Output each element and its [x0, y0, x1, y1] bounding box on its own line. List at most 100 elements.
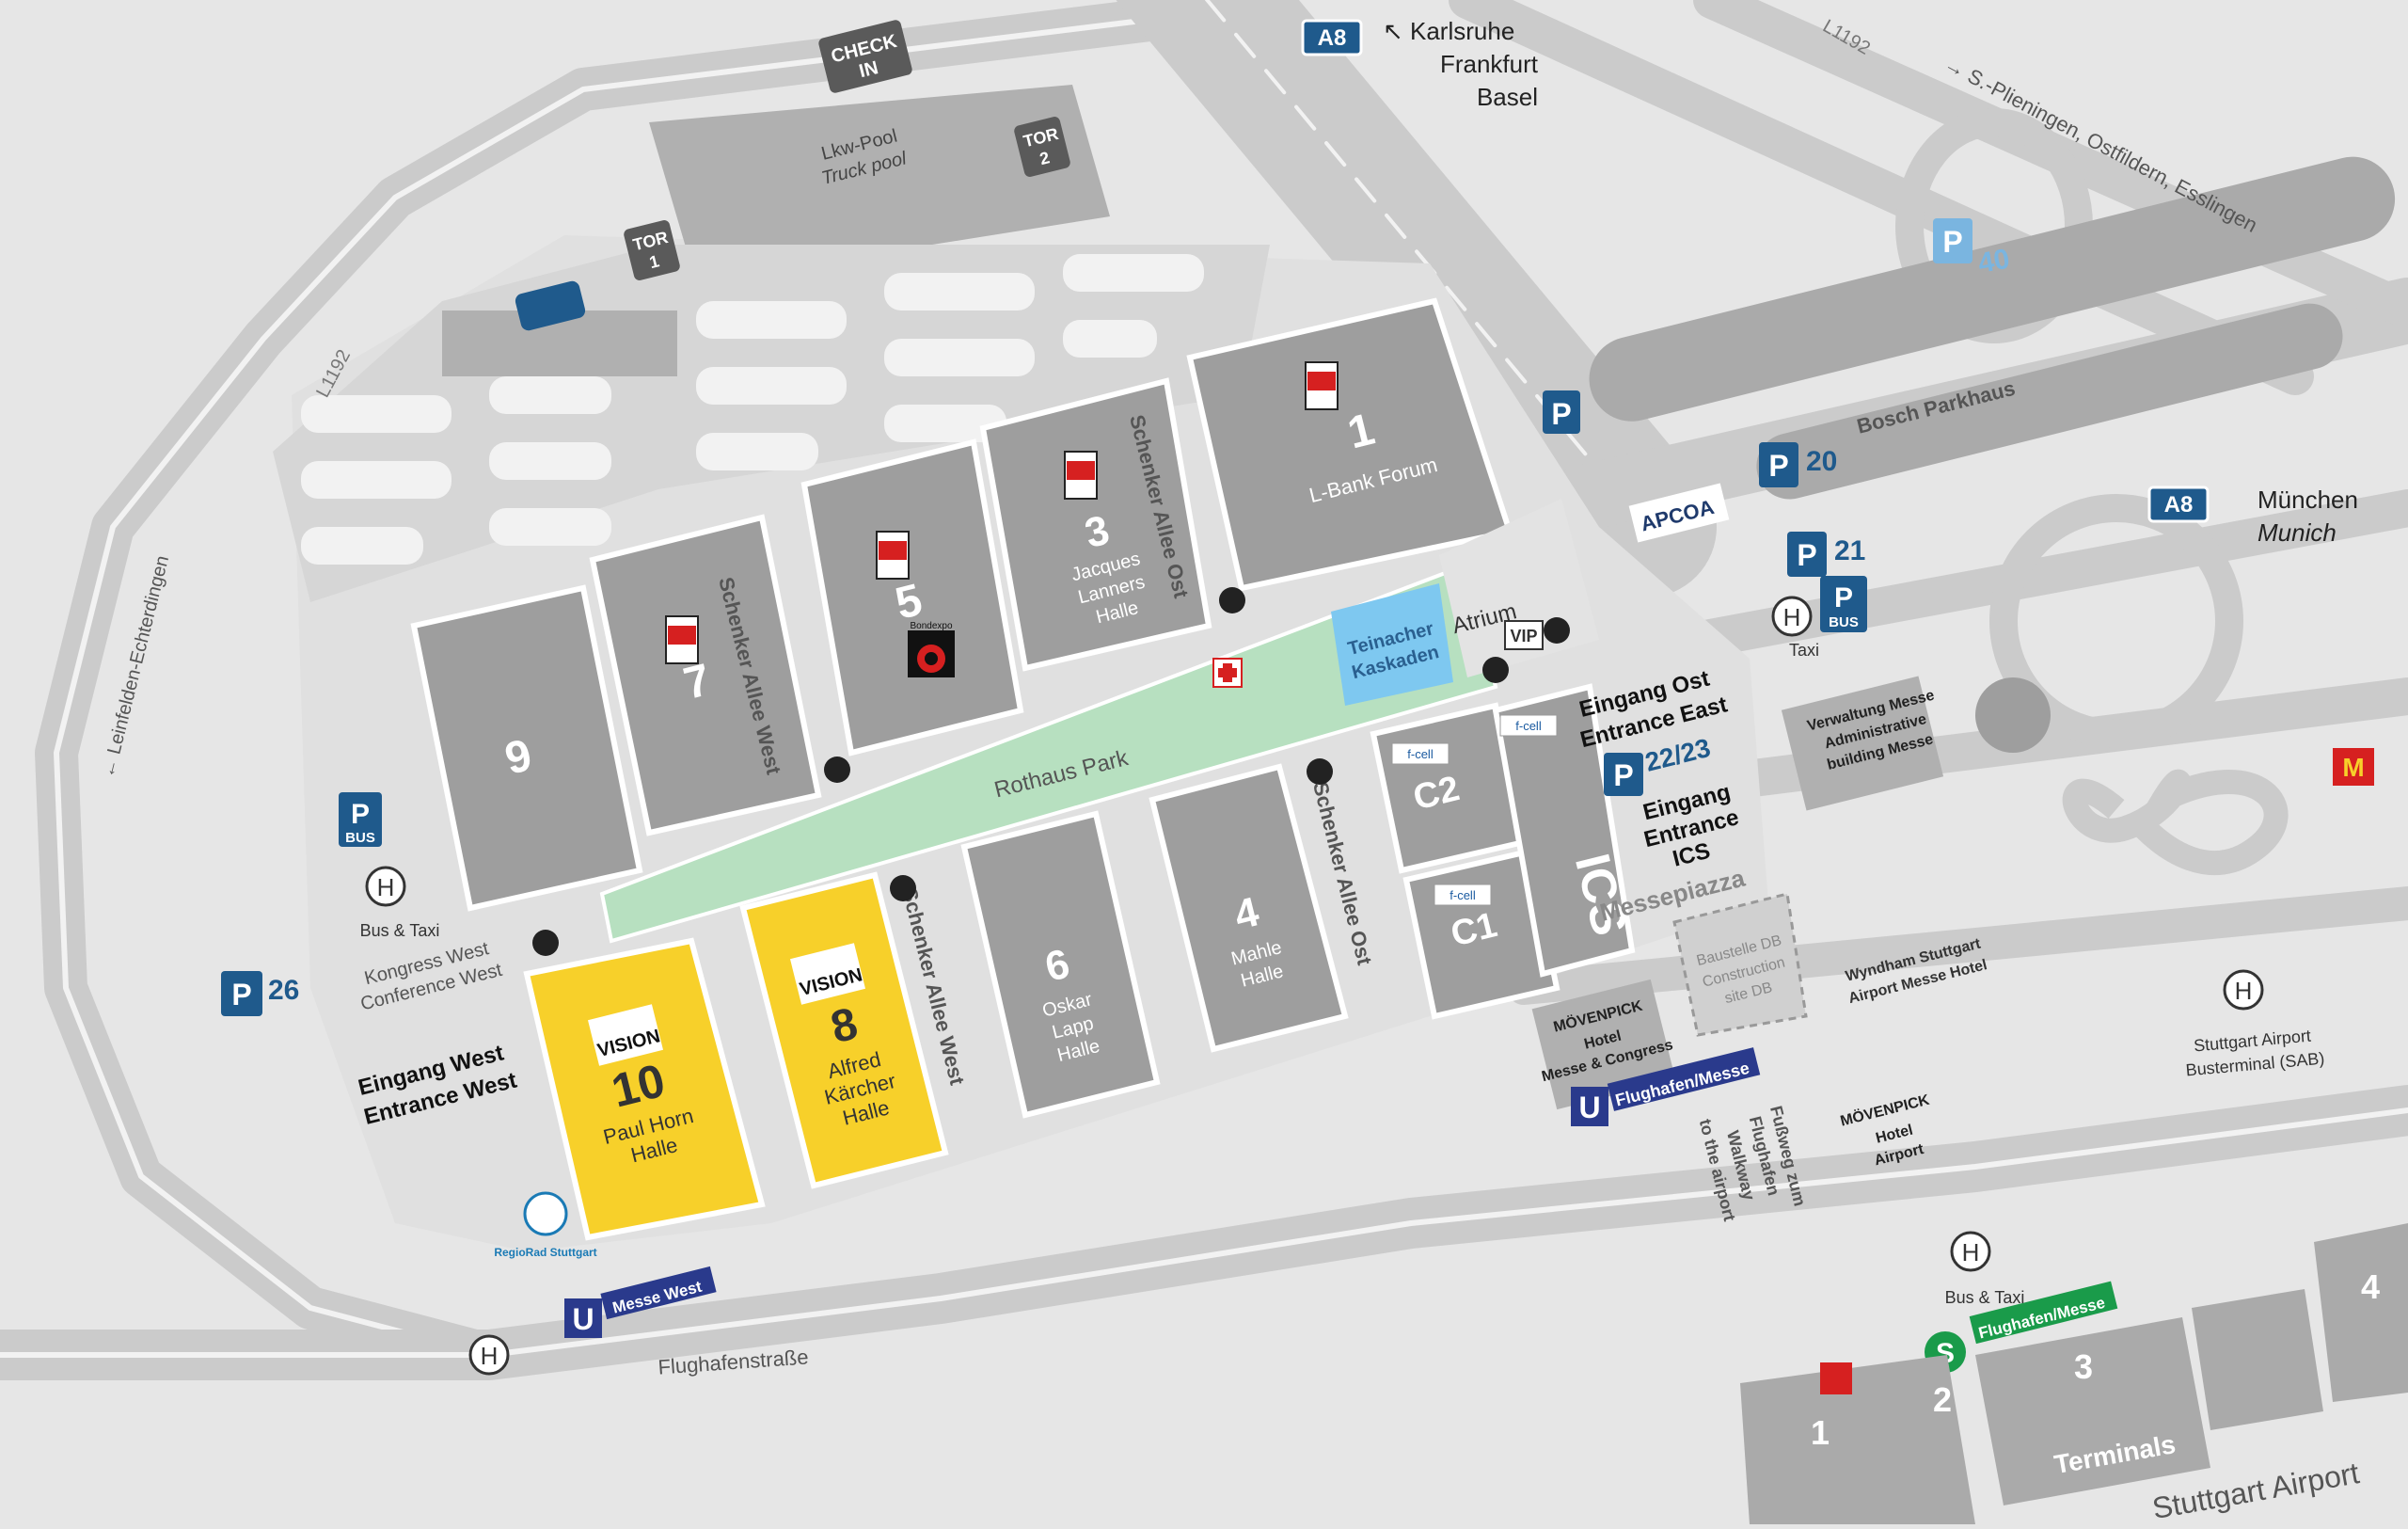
bus-stop-flughafenstrasse-icon	[468, 1334, 510, 1376]
bus-stop-south-letter: H	[1962, 1238, 1980, 1266]
airport: 1 2 3 4 Terminals Stuttgart Airport	[1740, 1223, 2408, 1525]
info-icon-east	[1307, 758, 1333, 785]
parking-2223-p: P	[1613, 758, 1633, 792]
fcell-logo: f-cell f-cell f-cell	[1391, 714, 1558, 906]
sab-bus-letter: H	[2235, 977, 2253, 1005]
parking-20-label: 20	[1806, 446, 1837, 477]
highway-north-sign: A8 ↖ Karlsruhe Frankfurt Basel	[1301, 17, 1539, 111]
apcoa-logo	[1628, 483, 1730, 543]
bus-stop-west-icon	[365, 866, 406, 907]
a8-north-badge: A8	[1318, 25, 1347, 51]
plieningen-label: → S.-Plieningen, Ostfildern, Esslingen	[1941, 52, 2261, 237]
fcell-label-ics: f-cell	[1515, 719, 1542, 733]
taxi-stop-letter: H	[1783, 603, 1801, 631]
taxi-label: Taxi	[1789, 641, 1819, 660]
bus-stop-flughafenstrasse-letter: H	[481, 1342, 499, 1370]
parking-bus-east-p: P	[1834, 582, 1853, 613]
pharmacy-icon	[1820, 1362, 1852, 1394]
baustelle-area	[1672, 892, 1808, 1037]
terminal-4-label: 4	[2361, 1267, 2380, 1306]
bondexpo-logo: Bondexpo	[908, 621, 955, 677]
parking-40-p: P	[1942, 225, 1962, 259]
info-icon-atrium-2	[1544, 617, 1570, 644]
a8-east-line1: München	[2258, 486, 2358, 514]
info-icon-north	[1219, 587, 1245, 613]
u-bahn-flughafen-plate	[1607, 1047, 1761, 1111]
parking-21-icon	[1787, 532, 1827, 577]
parking-bus-west-icon	[339, 792, 382, 847]
highway-east-sign: A8 München Munich	[2147, 486, 2358, 547]
regiorad-logo	[523, 1191, 568, 1236]
bus-taxi-west-label: Bus & Taxi	[360, 921, 440, 940]
hall-ics	[1492, 683, 1636, 978]
u-bahn-messe-west-icon	[564, 1298, 602, 1338]
regiorad-label: RegioRad Stuttgart	[494, 1246, 596, 1259]
a8-north-line2: Frankfurt	[1440, 50, 1539, 78]
info-icon-west	[824, 757, 850, 783]
bondexpo-label: Bondexpo	[910, 621, 952, 631]
bus-taxi-south-label: Bus & Taxi	[1945, 1288, 2025, 1307]
s-bahn-plate	[1969, 1281, 2118, 1345]
hall-10	[523, 937, 766, 1241]
terminal-3-label: 3	[2074, 1347, 2093, 1386]
taxi-stop-icon	[1771, 596, 1813, 637]
parking-20-icon	[1759, 442, 1798, 487]
parking-bus-east-icon	[1820, 576, 1867, 632]
u-bahn-messe-west-plate	[600, 1266, 717, 1320]
motek-logo	[665, 361, 1339, 664]
hall-8	[739, 871, 949, 1189]
parking-bus-west-p: P	[351, 799, 370, 830]
tor-2-sign: TOR 2	[1014, 117, 1070, 177]
svg-text:M: M	[2342, 753, 2364, 782]
rothaus-park	[599, 562, 1498, 944]
parking-bus-west-label: BUS	[345, 830, 375, 846]
check-in-sign: CHECK IN	[818, 20, 912, 93]
hall-10-number: 10	[607, 1054, 671, 1118]
hall-5	[800, 438, 1024, 757]
fcell-label-c2: f-cell	[1407, 747, 1434, 761]
info-icon-atrium	[1482, 657, 1509, 683]
parking-26-icon	[221, 971, 262, 1016]
info-icon-south	[890, 875, 916, 901]
parking-40-label: 40	[1975, 244, 2012, 279]
mcdonalds-icon	[2333, 748, 2374, 786]
movenpick-airport-logo: MÖVENPICK	[1838, 1091, 1931, 1130]
terminal-2-label: 2	[1933, 1380, 1952, 1419]
parking-26-label: 26	[268, 975, 299, 1006]
bus-stop-south-icon	[1950, 1231, 1991, 1272]
hall-3	[979, 377, 1212, 672]
terminal-1-label: 1	[1811, 1413, 1830, 1452]
u-bahn-flughafen-icon	[1571, 1087, 1608, 1126]
hall-4	[1149, 763, 1349, 1053]
hall-6	[960, 810, 1161, 1119]
vip-icon	[1504, 620, 1544, 650]
teinacher-kaskaden	[1331, 583, 1453, 706]
tor-2-line2: 2	[1038, 148, 1052, 168]
u-bahn-flughafen-letter: U	[1578, 1091, 1600, 1124]
camper-icon	[515, 280, 586, 331]
hall-7	[589, 514, 822, 836]
parking-p-label: P	[1551, 397, 1571, 431]
sab-bus-icon	[2223, 969, 2264, 1011]
verwaltung-building	[1781, 676, 1944, 811]
tor-1-sign: TOR 1	[624, 220, 680, 280]
parking-21-p: P	[1797, 538, 1816, 572]
parking-26-p: P	[231, 978, 251, 1011]
road-network	[0, 0, 2408, 1380]
parking-20-p: P	[1768, 449, 1788, 483]
parking-40-icon	[1933, 218, 1972, 263]
parking-p-icon	[1543, 390, 1580, 434]
u-bahn-messe-west-letter: U	[572, 1302, 594, 1336]
parking-bus-east-label: BUS	[1829, 614, 1859, 630]
vip-label: VIP	[1510, 627, 1537, 645]
a8-north-line3: Basel	[1477, 83, 1538, 111]
movenpick-airport-line1: Hotel	[1874, 1123, 1914, 1147]
bus-stop-west-letter: H	[377, 873, 395, 901]
hall-9	[410, 584, 643, 912]
fcell-label-c1: f-cell	[1450, 888, 1476, 902]
service-icons	[532, 587, 1570, 956]
a8-east-line2: Munich	[2258, 518, 2337, 547]
a8-east-badge: A8	[2164, 492, 2194, 518]
tor-1-line2: 1	[647, 251, 661, 272]
